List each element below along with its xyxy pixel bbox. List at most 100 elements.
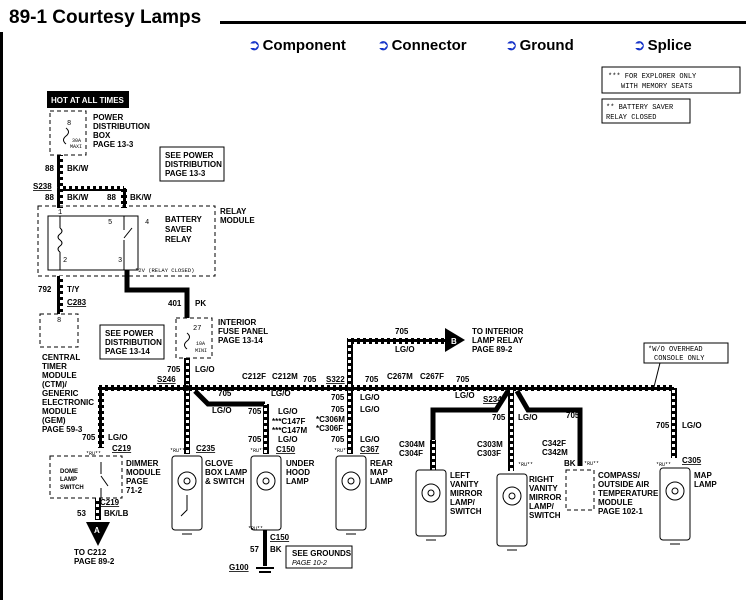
see-power-distribution-13-3[interactable]: SEE POWER DISTRIBUTION PAGE 13-3 [159, 146, 225, 182]
svg-text:TEMPERATURE: TEMPERATURE [598, 489, 659, 498]
arrow-icon: ➲ [248, 37, 261, 54]
svg-text:PAGE 102-1: PAGE 102-1 [598, 507, 643, 516]
svg-text:C219: C219 [100, 498, 120, 507]
svg-text:C219: C219 [112, 444, 132, 453]
legend-component[interactable]: ➲Component [248, 36, 346, 55]
to-c212-arrow[interactable] [86, 522, 110, 546]
see-power-distribution-13-14[interactable]: SEE POWER DISTRIBUTION PAGE 13-14 [99, 324, 165, 360]
svg-text:705: 705 [248, 407, 262, 416]
svg-text:PAGE 13-14: PAGE 13-14 [105, 347, 150, 356]
relay-module: 1 5 4 2 3 BATTERY SAVER RELAY RELAY MODU… [37, 205, 255, 277]
svg-text:OUTSIDE AIR: OUTSIDE AIR [598, 480, 649, 489]
svg-text:*C306F: *C306F [316, 424, 343, 433]
svg-text:PK: PK [195, 299, 206, 308]
svg-text:SWITCH: SWITCH [529, 511, 561, 520]
svg-text:LAMP: LAMP [370, 477, 393, 486]
svg-text:*RU**: *RU** [248, 526, 263, 532]
svg-text:DISTRIBUTION: DISTRIBUTION [93, 122, 150, 131]
legend-splice[interactable]: ➲Splice [633, 36, 692, 55]
note-explorer: *** FOR EXPLORER ONLY WITH MEMORY SEATS [601, 66, 741, 94]
svg-text:C305: C305 [682, 456, 702, 465]
wire-792 [57, 276, 63, 314]
svg-text:VANITY: VANITY [450, 480, 479, 489]
svg-text:*RU**: *RU** [250, 448, 265, 454]
svg-text:RIGHT: RIGHT [529, 475, 554, 484]
svg-text:MIRROR: MIRROR [450, 489, 483, 498]
svg-text:LAMP: LAMP [694, 480, 717, 489]
note-overhead: *W/O OVERHEAD CONSOLE ONLY [643, 342, 729, 388]
svg-text:LEFT: LEFT [450, 471, 470, 480]
svg-text:LG/O: LG/O [360, 393, 380, 402]
svg-text:PAGE 89-2: PAGE 89-2 [472, 345, 513, 354]
svg-text:WITH MEMORY SEATS: WITH MEMORY SEATS [621, 83, 692, 91]
svg-text:LAMP RELAY: LAMP RELAY [472, 336, 524, 345]
svg-text:8: 8 [67, 120, 71, 128]
svg-text:LAMP: LAMP [60, 477, 77, 483]
svg-text:*RU**: *RU** [518, 462, 533, 468]
svg-text:(CTM)/: (CTM)/ [42, 380, 68, 389]
svg-text:MAXI: MAXI [70, 144, 82, 150]
svg-text:LAMP/: LAMP/ [529, 502, 555, 511]
svg-text:C267M: C267M [387, 372, 413, 381]
legend-label: Connector [391, 36, 467, 54]
ctm-module: 8 CENTRAL TIMER MODULE (CTM)/ GENERIC EL… [39, 313, 94, 434]
svg-text:BK: BK [270, 545, 282, 554]
svg-text:5: 5 [108, 219, 112, 227]
svg-text:C342F: C342F [542, 439, 566, 448]
legend-connector[interactable]: ➲Connector [377, 36, 467, 55]
interior-lamp-relay-arrow[interactable] [445, 328, 465, 352]
svg-text:*RU**: *RU** [170, 448, 185, 454]
svg-text:LAMP/: LAMP/ [450, 498, 476, 507]
svg-text:*RU**: *RU** [656, 462, 671, 468]
svg-text:MODULE: MODULE [598, 498, 633, 507]
legend-label: Ground [519, 36, 574, 54]
svg-text:705: 705 [365, 375, 379, 384]
svg-text:RELAY: RELAY [220, 207, 247, 216]
svg-text:*** FOR EXPLORER ONLY: *** FOR EXPLORER ONLY [608, 73, 697, 81]
svg-text:S322: S322 [326, 375, 345, 384]
svg-text:*RU**: *RU** [584, 461, 599, 467]
svg-text:LG/O: LG/O [455, 391, 475, 400]
svg-text:705: 705 [331, 393, 345, 402]
svg-text:PAGE 89-2: PAGE 89-2 [74, 557, 115, 566]
svg-text:SWITCH: SWITCH [450, 507, 482, 516]
svg-text:UNDER: UNDER [286, 459, 315, 468]
svg-text:PAGE 10-2: PAGE 10-2 [292, 560, 327, 567]
compass-temperature-module: COMPASS/ OUTSIDE AIR TEMPERATURE MODULE … [565, 469, 659, 516]
svg-text:G100: G100 [229, 563, 249, 572]
power-distribution-box: 8 30A MAXI POWER DISTRIBUTION BOX PAGE 1… [49, 110, 150, 156]
legend-ground[interactable]: ➲Ground [505, 36, 574, 55]
hot-at-all-times-bar: HOT AT ALL TIMES [47, 91, 129, 108]
svg-text:DIMMER: DIMMER [126, 459, 159, 468]
svg-text:*C306M: *C306M [316, 415, 345, 424]
svg-text:LG/O: LG/O [195, 365, 215, 374]
svg-text:BK/LB: BK/LB [104, 509, 129, 518]
svg-text:PAGE: PAGE [126, 477, 149, 486]
svg-text:T/Y: T/Y [67, 285, 80, 294]
see-grounds[interactable]: SEE GROUNDS PAGE 10-2 [285, 545, 353, 569]
glove-box-lamp: GLOVE BOX LAMP & SWITCH [171, 455, 248, 531]
wire-88 [57, 155, 63, 187]
map-lamp: MAP LAMP [659, 467, 717, 541]
note-relay: ** BATTERY SAVER RELAY CLOSED [601, 98, 691, 124]
interior-fuse-panel: 27 10A MINI INTERIOR FUSE PANEL PAGE 13-… [175, 317, 268, 359]
svg-text:LAMP: LAMP [286, 477, 309, 486]
svg-text:***C147F: ***C147F [272, 417, 305, 426]
svg-text:C267F: C267F [420, 372, 444, 381]
svg-text:88: 88 [107, 193, 116, 202]
svg-text:MAP: MAP [694, 471, 712, 480]
svg-text:27: 27 [193, 325, 201, 333]
svg-text:*2V (RELAY CLOSED): *2V (RELAY CLOSED) [135, 267, 194, 274]
left-vanity-mirror-lamp: LEFT VANITY MIRROR LAMP/ SWITCH [415, 469, 483, 537]
svg-text:RELAY CLOSED: RELAY CLOSED [606, 114, 656, 122]
bus-705 [98, 385, 674, 391]
ground-symbols [182, 533, 680, 551]
svg-text:705: 705 [395, 327, 409, 336]
svg-text:LG/O: LG/O [518, 413, 538, 422]
svg-text:88: 88 [45, 164, 54, 173]
svg-text:LG/O: LG/O [395, 345, 415, 354]
svg-text:SAVER: SAVER [165, 225, 192, 234]
svg-text:C367: C367 [360, 445, 380, 454]
svg-text:REAR: REAR [370, 459, 393, 468]
